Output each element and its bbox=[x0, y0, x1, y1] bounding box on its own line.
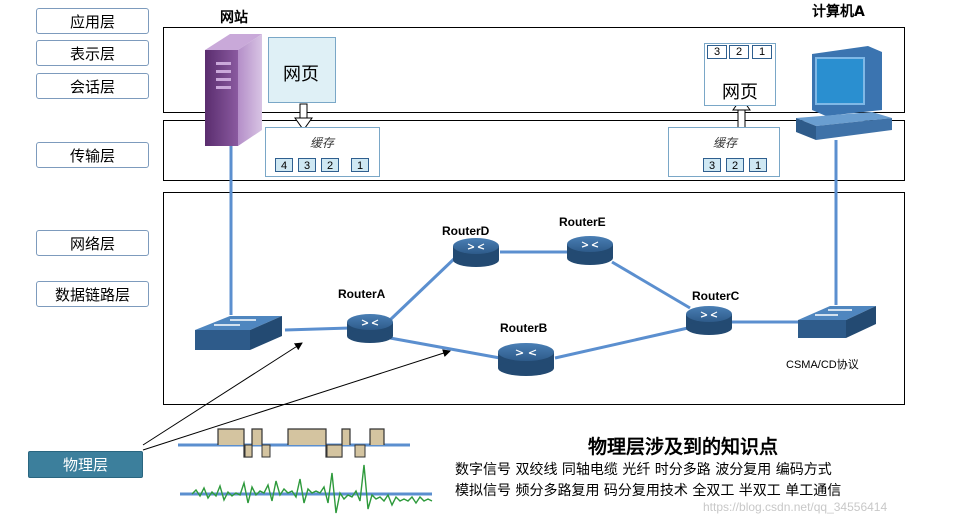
layer-presentation: 表示层 bbox=[36, 40, 149, 66]
left-cache-title: 缓存 bbox=[310, 136, 335, 150]
knowledge-title: 物理层涉及到的知识点 bbox=[588, 436, 779, 458]
server-icon bbox=[205, 34, 262, 146]
router-b-icon bbox=[498, 343, 554, 376]
right-cache-title: 缓存 bbox=[713, 136, 738, 150]
digital-signal-icon bbox=[178, 428, 410, 458]
right-cache-cell: 2 bbox=[726, 158, 744, 172]
layer-transport: 传输层 bbox=[36, 142, 149, 168]
computer-icon bbox=[796, 46, 892, 140]
link-routerA-routerD bbox=[388, 256, 457, 322]
layer-application: 应用层 bbox=[36, 8, 149, 34]
link-switch-routerA bbox=[284, 326, 351, 332]
left-cache-cell: 1 bbox=[351, 158, 369, 172]
left-cache-cell: 2 bbox=[321, 158, 339, 172]
upper-layers-band bbox=[163, 27, 905, 113]
router-d-icon bbox=[453, 238, 499, 267]
router-e-label: RouterE bbox=[559, 215, 606, 229]
computer-page-label: 网页 bbox=[722, 82, 758, 103]
knowledge-line-1: 数字信号 双绞线 同轴电缆 光纤 时分多路 波分复用 编码方式 bbox=[455, 462, 832, 478]
computer-seq-cell: 3 bbox=[707, 45, 727, 59]
computer-seq-cell: 2 bbox=[729, 45, 749, 59]
layer-session: 会话层 bbox=[36, 73, 149, 99]
router-e-icon bbox=[567, 236, 613, 265]
computer-title: 计算机A bbox=[812, 4, 865, 20]
website-title: 网站 bbox=[220, 10, 248, 26]
router-c-label: RouterC bbox=[692, 289, 740, 303]
csma-label: CSMA/CD协议 bbox=[786, 359, 859, 371]
transport-band bbox=[163, 120, 905, 181]
physical-layer-button[interactable]: 物理层 bbox=[28, 451, 143, 478]
analog-signal-icon bbox=[180, 464, 433, 514]
layer-datalink: 数据链路层 bbox=[36, 281, 149, 307]
network-links bbox=[284, 250, 800, 360]
network-band bbox=[163, 192, 905, 405]
watermark: https://blog.csdn.net/qq_34556414 bbox=[703, 500, 888, 514]
router-a-icon bbox=[347, 314, 393, 343]
right-cache-box: 缓存 3 2 1 bbox=[668, 127, 780, 177]
left-cache-box: 缓存 4 3 2 1 bbox=[265, 127, 380, 177]
website-page-label: 网页 bbox=[283, 64, 319, 85]
router-a-label: RouterA bbox=[338, 287, 386, 301]
physical-pointer-2 bbox=[142, 349, 451, 451]
switch-right-icon bbox=[798, 306, 876, 338]
link-routerE-routerC bbox=[611, 260, 691, 310]
knowledge-line-2: 模拟信号 频分多路复用 码分复用技术 全双工 半双工 单工通信 bbox=[455, 483, 842, 499]
router-d-label: RouterD bbox=[442, 224, 490, 238]
left-cache-cell: 3 bbox=[298, 158, 316, 172]
down-arrow-icon bbox=[294, 103, 313, 131]
computer-seq-cell: 1 bbox=[752, 45, 772, 59]
link-routerA-routerB bbox=[389, 336, 501, 360]
right-cache-cell: 1 bbox=[749, 158, 767, 172]
right-cache-cell: 3 bbox=[703, 158, 721, 172]
link-routerB-routerC bbox=[554, 326, 689, 360]
website-page: 网页 bbox=[268, 37, 336, 103]
physical-pointer-1 bbox=[142, 342, 303, 446]
router-b-label: RouterB bbox=[500, 321, 548, 335]
switch-left-icon bbox=[195, 316, 282, 350]
left-cache-cell: 4 bbox=[275, 158, 293, 172]
layer-network: 网络层 bbox=[36, 230, 149, 256]
computer-page: 3 2 1 网页 bbox=[704, 43, 776, 106]
router-c-icon bbox=[686, 306, 732, 335]
